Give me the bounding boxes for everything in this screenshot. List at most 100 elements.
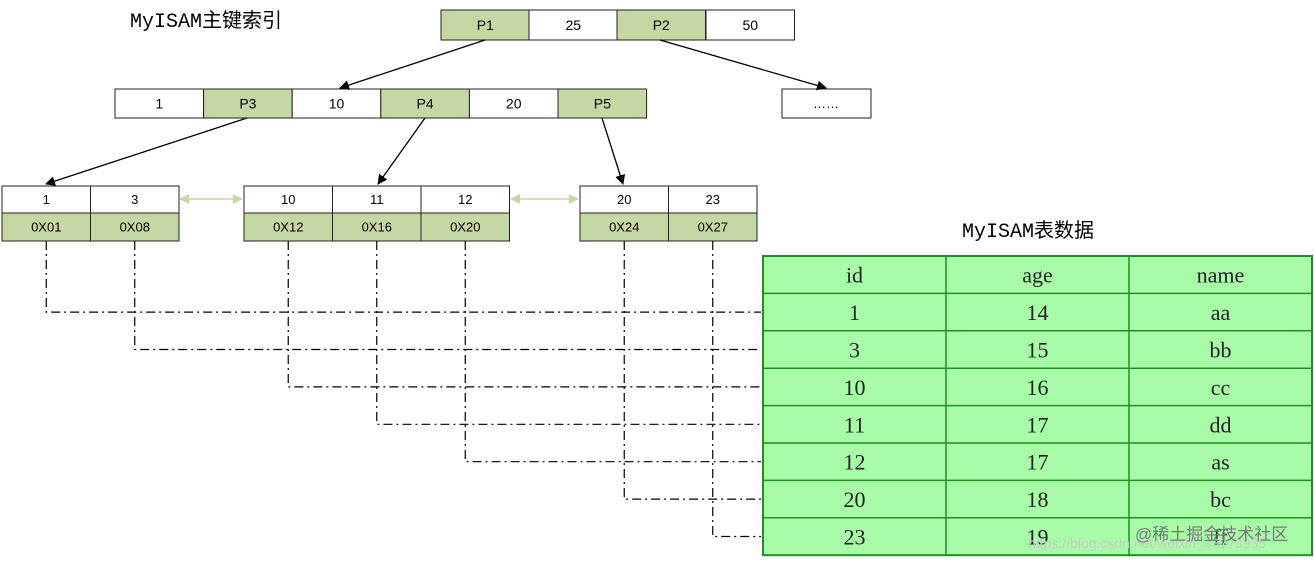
leaf-key-23-box bbox=[668, 185, 758, 214]
table-cell: 15 bbox=[1027, 338, 1049, 363]
table-cell: cc bbox=[1211, 375, 1231, 400]
table-cell: 23 bbox=[844, 525, 866, 550]
leaf-key-12: 12 bbox=[458, 192, 472, 207]
table-header-age: age bbox=[1022, 263, 1053, 288]
leaf-key-3-box bbox=[90, 185, 180, 214]
table-row: 12 17 as bbox=[844, 450, 1230, 475]
root-cell-25-box bbox=[528, 9, 618, 41]
level2-cell-p4-box bbox=[380, 88, 470, 119]
leaf-node-1: 1 0X01 3 0X08 bbox=[1, 185, 180, 242]
ellipsis-node-box bbox=[781, 88, 872, 119]
table-cell: 19 bbox=[1027, 525, 1049, 550]
leaf-address-0x01: 0X01 bbox=[31, 220, 61, 235]
arrow-p5-to-leaf3 bbox=[601, 117, 626, 185]
table-cell: 17 bbox=[1027, 412, 1049, 437]
connector-6 bbox=[623, 241, 761, 500]
level2-cell-20-box bbox=[468, 88, 559, 119]
leaf-address-0x20-box bbox=[420, 212, 510, 242]
index-title: MyISAM主键索引 bbox=[130, 9, 282, 34]
table-cell: 20 bbox=[844, 487, 866, 512]
leaf-key-23: 23 bbox=[706, 192, 720, 207]
table-row: 23 19 ff bbox=[844, 525, 1229, 550]
level2-cell-p4: P4 bbox=[417, 95, 434, 111]
level2-cell-10: 10 bbox=[329, 95, 345, 111]
arrow-p3-to-leaf1 bbox=[45, 117, 248, 186]
leaf-address-0x24: 0X24 bbox=[609, 220, 639, 235]
table-cell: ff bbox=[1213, 525, 1228, 550]
table-cell: as bbox=[1211, 450, 1229, 475]
table-header-name: name bbox=[1197, 263, 1245, 288]
table-cell: bc bbox=[1210, 487, 1231, 512]
leaf-key-1-box bbox=[1, 185, 91, 214]
root-cell-50-box bbox=[705, 9, 795, 41]
level2-cell-p5: P5 bbox=[594, 95, 611, 111]
table-cell: bb bbox=[1210, 338, 1232, 363]
leaf-address-0x16-box bbox=[332, 212, 422, 242]
arrow-p1-to-level2 bbox=[339, 39, 486, 90]
connector-7 bbox=[712, 241, 761, 538]
connector-2 bbox=[134, 241, 761, 351]
leaf-address-0x24-box bbox=[579, 212, 669, 242]
table-cell: 10 bbox=[844, 375, 866, 400]
leaf-key-1: 1 bbox=[43, 192, 50, 207]
level2-cell-10-box bbox=[291, 88, 382, 119]
table-cell: 16 bbox=[1027, 375, 1049, 400]
leaf-node-2: 10 0X12 11 0X16 12 0X20 bbox=[243, 185, 510, 242]
watermark-url: https://blog.csdn.net/weixin_43773935 bbox=[1028, 535, 1266, 551]
leaf-node-3: 20 0X24 23 0X27 bbox=[579, 185, 758, 242]
table-row: 3 15 bb bbox=[849, 338, 1232, 363]
leaf-address-0x20: 0X20 bbox=[450, 220, 480, 235]
arrow-p2-to-ellipsis bbox=[659, 39, 827, 91]
watermark-brand: @稀土掘金技术社区 bbox=[1135, 525, 1288, 544]
table-cell: aa bbox=[1211, 300, 1231, 325]
table-title: MyISAM表数据 bbox=[962, 219, 1094, 244]
arrow-p4-to-leaf2 bbox=[377, 117, 426, 185]
tree-arrows bbox=[45, 39, 827, 186]
leaf-address-0x12: 0X12 bbox=[273, 220, 303, 235]
connectors bbox=[45, 241, 761, 538]
table-cell: 3 bbox=[849, 338, 860, 363]
table-cell: 12 bbox=[844, 450, 866, 475]
leaf-nodes: 1 0X01 3 0X08 10 0X12 11 0X16 12 0X20 20 0X24 23 0X27 bbox=[1, 185, 758, 242]
root-cell-p2: P2 bbox=[653, 17, 670, 33]
leaf-key-10: 10 bbox=[281, 192, 295, 207]
leaf-key-12-box bbox=[420, 185, 510, 214]
table-cell: 17 bbox=[1027, 450, 1049, 475]
level2-cell-1: 1 bbox=[155, 95, 163, 111]
connector-4 bbox=[376, 241, 761, 425]
level2-cell-p5-box bbox=[557, 88, 648, 119]
leaf-address-0x27: 0X27 bbox=[698, 220, 728, 235]
connector-5 bbox=[464, 241, 761, 463]
table-cell: 11 bbox=[844, 412, 865, 437]
table-cell: 1 bbox=[849, 300, 860, 325]
table-row: 11 17 dd bbox=[844, 412, 1232, 437]
ellipsis-node: …… bbox=[781, 88, 872, 119]
leaf-key-3: 3 bbox=[131, 192, 138, 207]
root-cell-p1: P1 bbox=[477, 17, 494, 33]
table-row: 20 18 bc bbox=[844, 487, 1232, 512]
root-cell-25: 25 bbox=[565, 17, 581, 33]
level2-cell-p3: P3 bbox=[239, 95, 256, 111]
connector-1 bbox=[45, 241, 761, 313]
table-cell: dd bbox=[1210, 412, 1232, 437]
table-cell: 18 bbox=[1027, 487, 1049, 512]
leaf-key-11: 11 bbox=[370, 192, 384, 207]
table-row: 1 14 aa bbox=[849, 300, 1230, 325]
leaf-address-0x12-box bbox=[243, 212, 333, 242]
ellipsis-node-text: …… bbox=[813, 96, 839, 111]
leaf-address-0x16: 0X16 bbox=[362, 220, 392, 235]
leaf-key-11-box bbox=[332, 185, 422, 214]
leaf-address-0x08: 0X08 bbox=[120, 220, 150, 235]
data-table: id age name 1 14 aa 3 15 bb 10 16 cc 11 17 dd 12 17 as 20 1… bbox=[762, 255, 1313, 557]
table-cell: 14 bbox=[1027, 300, 1049, 325]
leaf-key-20: 20 bbox=[617, 192, 631, 207]
table-header-id: id bbox=[846, 263, 863, 288]
table-row: 10 16 cc bbox=[844, 375, 1231, 400]
leaf-key-10-box bbox=[243, 185, 333, 214]
level2-cell-1-box bbox=[114, 88, 205, 119]
connector-3 bbox=[287, 241, 761, 388]
leaf-key-20-box bbox=[579, 185, 669, 214]
